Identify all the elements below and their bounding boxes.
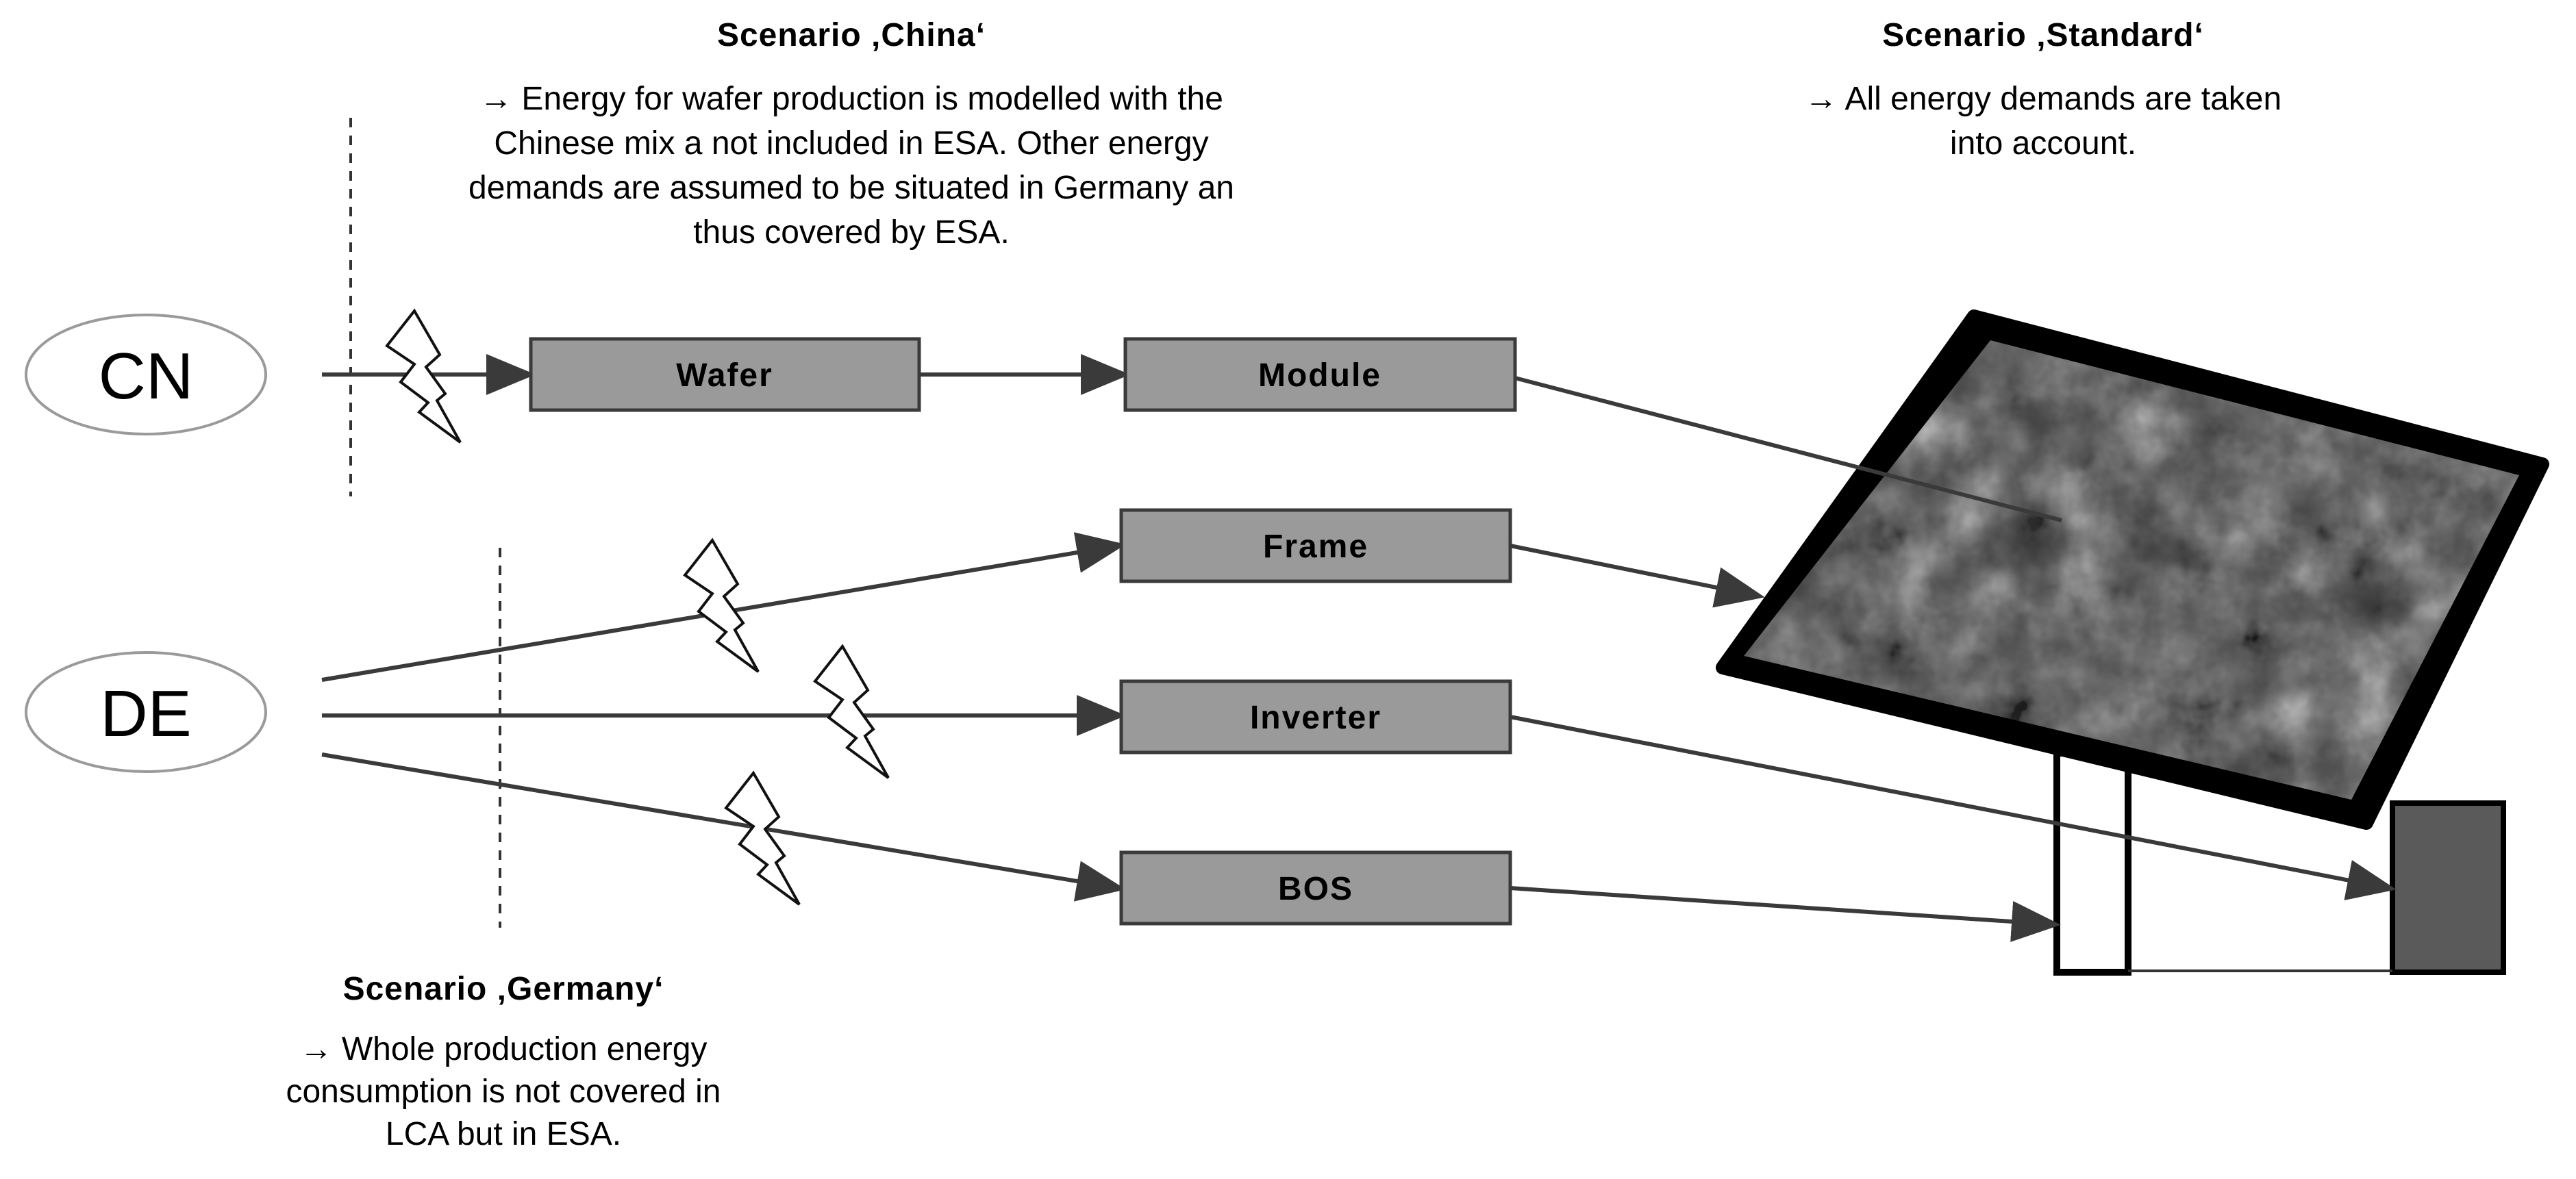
arrow-de-to-bos <box>321 752 1126 902</box>
box-wafer-label: Wafer <box>676 357 773 394</box>
box-bos-label: BOS <box>1278 871 1353 907</box>
flow-arrows <box>321 354 2397 942</box>
box-frame: Frame <box>1119 508 1512 583</box>
panel-support-post <box>2053 750 2131 976</box>
scenario-standard-line-2: into account. <box>1950 125 2136 162</box>
scenario-germany-line-3: LCA but in ESA. <box>386 1116 621 1152</box>
box-module: Module <box>1123 337 1517 412</box>
arrow-bos-to-post <box>1510 886 2061 942</box>
scenario-germany-line-2: consumption is not covered in <box>286 1074 721 1110</box>
arrow-module-to-panel <box>1514 376 2062 522</box>
inverter-unit-icon <box>2390 800 2506 975</box>
scenario-china-text: Scenario ‚China‘ → Energy for wafer prod… <box>468 17 1234 251</box>
scenario-germany-line-1: → Whole production energy <box>300 1031 708 1067</box>
scenario-china-line-1: → Energy for wafer production is modelle… <box>479 81 1223 117</box>
node-cn-label: CN <box>99 340 194 413</box>
arrow-frame-to-panel <box>1510 544 1765 608</box>
box-module-label: Module <box>1258 357 1381 394</box>
lightning-bolt-icon <box>684 539 760 673</box>
scenario-standard-text: Scenario ‚Standard‘ → All energy demands… <box>1805 17 2281 162</box>
scenario-germany-text: Scenario ‚Germany‘ → Whole production en… <box>286 971 721 1152</box>
arrow-inverter-to-unit <box>1510 715 2397 900</box>
scenario-china-line-4: thus covered by ESA. <box>693 214 1010 251</box>
scenario-standard-line-1: → All energy demands are taken <box>1805 81 2281 117</box>
lightning-bolt-icon <box>725 772 801 906</box>
scenario-china-title: Scenario ‚China‘ <box>717 17 986 53</box>
node-cn: CN <box>25 314 267 435</box>
node-de-label: DE <box>100 677 191 750</box>
scenario-china-line-2: Chinese mix a not included in ESA. Other… <box>494 125 1208 162</box>
box-wafer: Wafer <box>529 337 921 412</box>
lightning-bolt-icon <box>814 645 890 779</box>
scenario-standard-title: Scenario ‚Standard‘ <box>1882 17 2204 53</box>
scenario-china-line-3: demands are assumed to be situated in Ge… <box>468 170 1234 206</box>
box-frame-label: Frame <box>1263 529 1368 565</box>
node-de: DE <box>25 651 267 773</box>
box-inverter-label: Inverter <box>1250 700 1381 736</box>
box-inverter: Inverter <box>1119 679 1512 755</box>
box-bos: BOS <box>1119 850 1512 926</box>
scenario-germany-title: Scenario ‚Germany‘ <box>343 971 664 1007</box>
